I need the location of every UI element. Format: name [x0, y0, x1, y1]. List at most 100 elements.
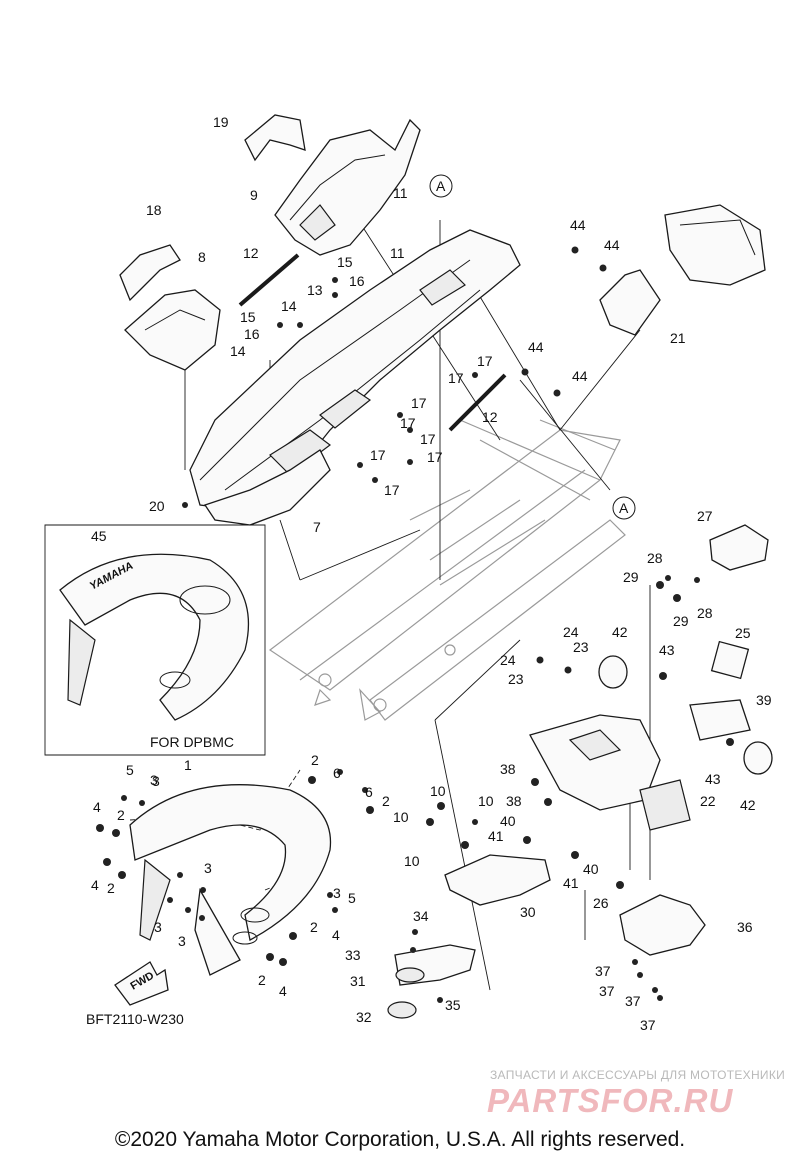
callout-38: 38 — [506, 793, 522, 809]
ref-circle-a-right: A — [612, 496, 636, 520]
callout-17: 17 — [411, 395, 427, 411]
callout-28: 28 — [697, 605, 713, 621]
callout-17: 17 — [477, 353, 493, 369]
callout-42: 42 — [740, 797, 756, 813]
callout-18: 18 — [146, 202, 162, 218]
bracket-19 — [244, 114, 306, 162]
diagram-code: BFT2110-W230 — [86, 1011, 184, 1027]
callout-27: 27 — [697, 508, 713, 524]
callout-44: 44 — [604, 237, 620, 253]
callout-17: 17 — [448, 370, 464, 386]
callout-14: 14 — [230, 343, 246, 359]
inner-fender-body — [189, 229, 521, 526]
callout-44: 44 — [572, 368, 588, 384]
callout-7: 7 — [313, 519, 321, 535]
bracket-31 — [387, 944, 476, 1019]
callout-14: 14 — [281, 298, 297, 314]
upper-cover-9 — [274, 118, 421, 256]
callout-4: 4 — [91, 877, 99, 893]
callout-28: 28 — [647, 550, 663, 566]
callout-3: 3 — [178, 933, 186, 949]
callout-22: 22 — [700, 793, 716, 809]
callout-2: 2 — [117, 807, 125, 823]
callout-10: 10 — [393, 809, 409, 825]
callout-41: 41 — [488, 828, 504, 844]
callout-8: 8 — [198, 249, 206, 265]
callout-4: 4 — [279, 983, 287, 999]
rod-12-left — [238, 253, 300, 307]
callout-12: 12 — [482, 409, 498, 425]
callout-3: 3 — [154, 919, 162, 935]
callout-3: 3 — [333, 885, 341, 901]
reflector-42-left — [598, 655, 628, 689]
callout-33: 33 — [345, 947, 361, 963]
callout-6: 6 — [333, 765, 341, 781]
callout-43: 43 — [659, 642, 675, 658]
callout-23: 23 — [508, 671, 524, 687]
callout-42: 42 — [612, 624, 628, 640]
callout-11: 11 — [390, 245, 405, 261]
callout-1: 1 — [184, 757, 192, 773]
bracket-22 — [529, 714, 691, 831]
rod-12-right — [448, 373, 507, 432]
callout-25: 25 — [735, 625, 751, 641]
callout-24: 24 — [563, 624, 579, 640]
bracket-18 — [119, 244, 181, 302]
reflector-42-right — [743, 741, 773, 775]
callout-5: 5 — [126, 762, 134, 778]
callout-29: 29 — [623, 569, 639, 585]
inset-label: FOR DPBMC — [150, 734, 234, 750]
callout-29: 29 — [673, 613, 689, 629]
inset-box: YAMAHA — [44, 524, 266, 756]
callout-30: 30 — [520, 904, 536, 920]
tail-light-21 — [599, 204, 766, 336]
callout-35: 35 — [445, 997, 461, 1013]
callout-32: 32 — [356, 1009, 372, 1025]
callout-2: 2 — [258, 972, 266, 988]
callout-26: 26 — [593, 895, 609, 911]
callout-5: 5 — [348, 890, 356, 906]
ref-circle-a-top: A — [429, 174, 453, 198]
callout-16: 16 — [244, 326, 260, 342]
svg-text:A: A — [436, 178, 446, 194]
callout-37: 37 — [625, 993, 641, 1009]
svg-text:A: A — [619, 500, 629, 516]
front-fender-1 — [129, 784, 332, 976]
callout-4: 4 — [332, 927, 340, 943]
callout-31: 31 — [350, 973, 366, 989]
callout-3: 3 — [204, 860, 212, 876]
fasteners — [96, 246, 734, 1003]
callout-11: 11 — [393, 185, 408, 201]
plate-25 — [710, 640, 750, 680]
callout-12: 12 — [243, 245, 259, 261]
callout-20: 20 — [149, 498, 165, 514]
callout-10: 10 — [430, 783, 446, 799]
callout-16: 16 — [349, 273, 365, 289]
callout-37: 37 — [640, 1017, 656, 1033]
callout-4: 4 — [93, 799, 101, 815]
callout-2: 2 — [382, 793, 390, 809]
callout-34: 34 — [413, 908, 429, 924]
callout-24: 24 — [500, 652, 516, 668]
callout-3: 3 — [150, 772, 158, 788]
callout-15: 15 — [240, 309, 256, 325]
callout-6: 6 — [365, 784, 373, 800]
callout-41: 41 — [563, 875, 579, 891]
bracket-36 — [619, 894, 706, 956]
bracket-39 — [689, 699, 751, 741]
fwd-arrow: FWD — [114, 961, 169, 1006]
callout-17: 17 — [427, 449, 443, 465]
callout-38: 38 — [500, 761, 516, 777]
light-27 — [709, 524, 769, 571]
callout-10: 10 — [478, 793, 494, 809]
callout-2: 2 — [310, 919, 318, 935]
callout-17: 17 — [400, 415, 416, 431]
callout-37: 37 — [599, 983, 615, 999]
callout-17: 17 — [370, 447, 386, 463]
callout-37: 37 — [595, 963, 611, 979]
callout-10: 10 — [404, 853, 420, 869]
callout-17: 17 — [420, 431, 436, 447]
callout-2: 2 — [107, 880, 115, 896]
bracket-8 — [124, 289, 221, 371]
